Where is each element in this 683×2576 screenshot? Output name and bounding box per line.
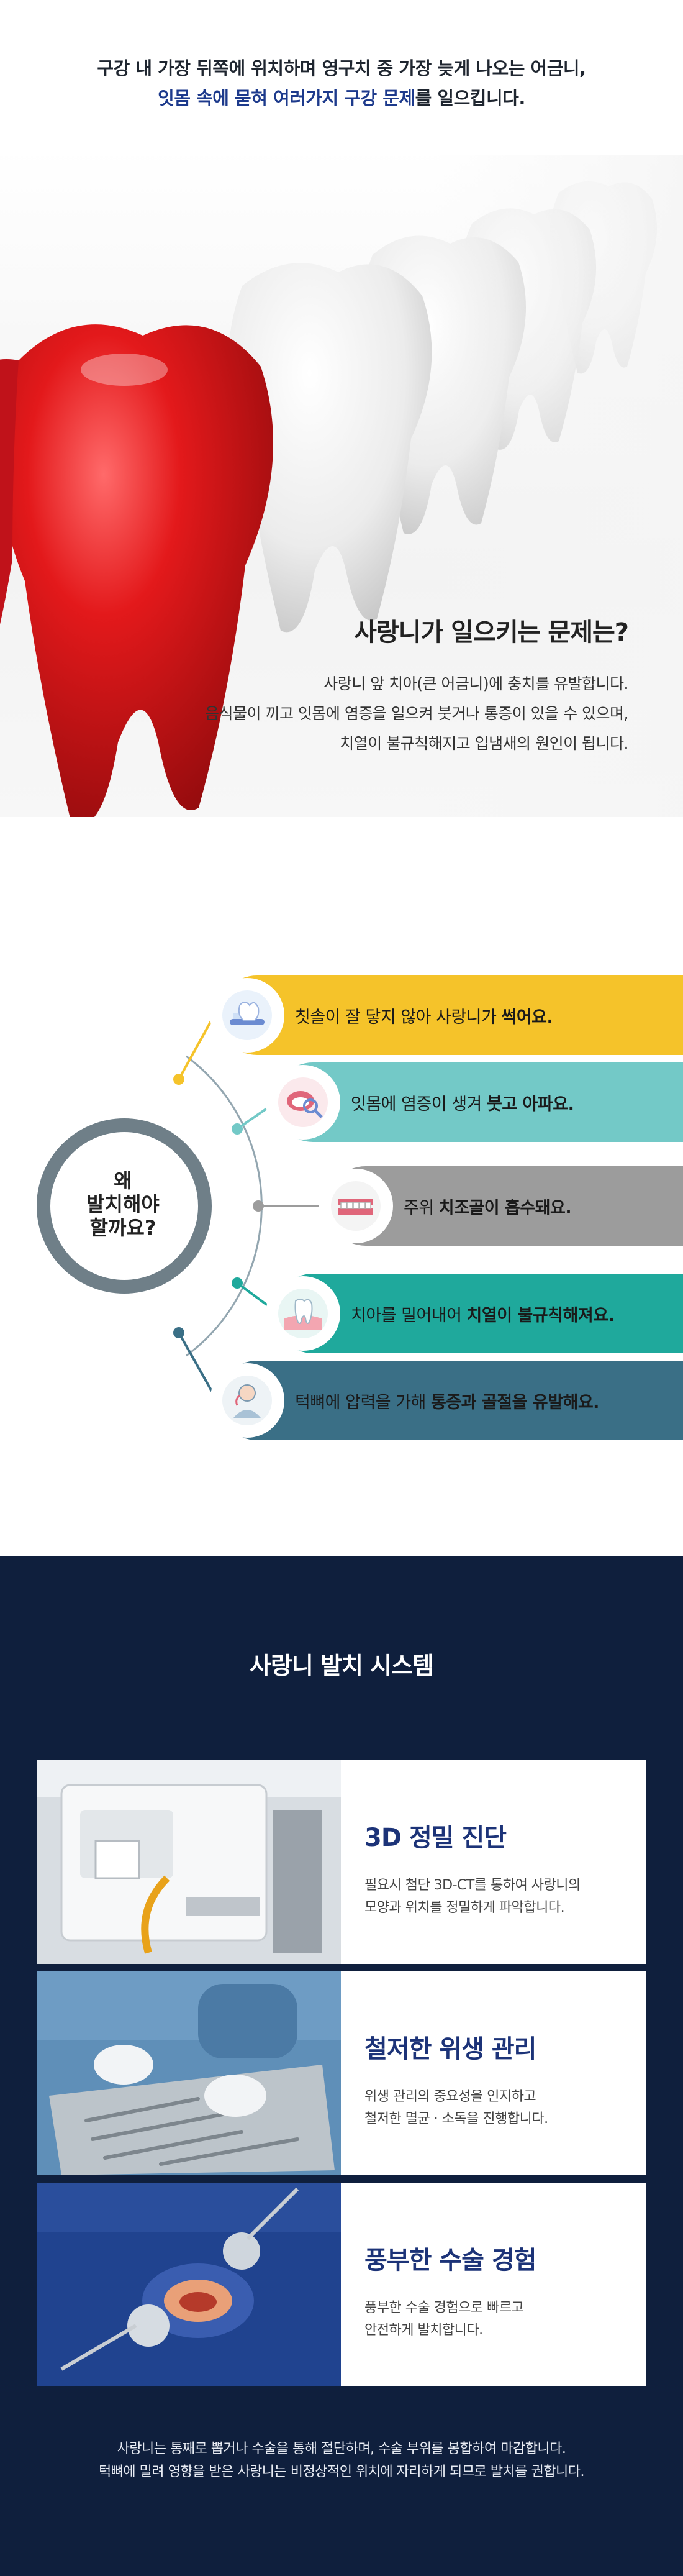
reason-bar-3: 주위 치조골이 흡수돼요.	[319, 1166, 683, 1246]
reason-text-5: 턱뼈에 압력을 가해 통증과 골절을 유발해요.	[295, 1392, 599, 1412]
footer-line-2: 턱뼈에 밀려 영향을 받은 사랑니는 비정상적인 위치에 자리하게 되므로 발치…	[98, 2464, 585, 2480]
gum-tooth-icon	[266, 1276, 340, 1351]
card-1-info: 3D 정밀 진단 필요시 첨단 3D-CT를 통하여 사랑니의 모양과 위치를 …	[341, 1760, 646, 1964]
card-2-info: 철저한 위생 관리 위생 관리의 중요성을 인지하고 철저한 멸균 · 소독을 …	[341, 1971, 646, 2175]
reason-text-3: 주위 치조골이 흡수돼요.	[404, 1198, 572, 1218]
system-card-2: 철저한 위생 관리 위생 관리의 중요성을 인지하고 철저한 멸균 · 소독을 …	[37, 1971, 646, 2175]
teeth-denture-icon	[319, 1169, 393, 1243]
problem-block: 사랑니가 일으키는 문제는? 사랑니 앞 치아(큰 어금니)에 충치를 유발합니…	[205, 612, 629, 759]
card-2-desc-1: 위생 관리의 중요성을 인지하고	[364, 2089, 536, 2104]
intro-text: 구강 내 가장 뒤쪽에 위치하며 영구치 중 가장 늦게 나오는 어금니, 잇몸…	[0, 53, 683, 113]
sterile-instruments-photo	[37, 1971, 341, 2175]
card-3-desc-1: 풍부한 수술 경험으로 빠르고	[364, 2300, 524, 2316]
intro-highlight: 잇몸 속에 묻혀 여러가지 구강 문제	[158, 88, 415, 109]
ct-scanner-photo	[37, 1760, 341, 1964]
mouth-inspection-icon	[266, 1065, 340, 1140]
system-card-1: 3D 정밀 진단 필요시 첨단 3D-CT를 통하여 사랑니의 모양과 위치를 …	[37, 1760, 646, 1964]
teeth-illustration	[0, 155, 683, 817]
why-extract-section: 왜 발치해야 할까요? 칫솔이 잘 닿지 않아 사랑니가 썩어요. 잇몸에 염증…	[0, 817, 683, 1556]
card-3-info: 풍부한 수술 경험 풍부한 수술 경험으로 빠르고 안전하게 발치합니다.	[341, 2183, 646, 2386]
why-line-1: 왜	[114, 1169, 132, 1192]
reason-text-2: 잇몸에 염증이 생겨 붓고 아파요.	[351, 1094, 574, 1114]
why-line-2: 발치해야	[86, 1192, 160, 1216]
reason-text-1: 칫솔이 잘 닿지 않아 사랑니가 썩어요.	[295, 1007, 553, 1027]
card-1-desc-2: 모양과 위치를 정밀하게 파악합니다.	[364, 1900, 565, 1916]
footer-line-1: 사랑니는 통째로 뽑거나 수술을 통해 절단하며, 수술 부위를 봉합하여 마감…	[117, 2441, 566, 2457]
card-3-title: 풍부한 수술 경험	[364, 2246, 536, 2275]
toothbrush-icon	[210, 978, 284, 1053]
intro-line-1: 구강 내 가장 뒤쪽에 위치하며 영구치 중 가장 늦게 나오는 어금니,	[97, 58, 586, 79]
why-line-3: 할까요?	[89, 1216, 156, 1240]
intro-section: 구강 내 가장 뒤쪽에 위치하며 영구치 중 가장 늦게 나오는 어금니, 잇몸…	[0, 0, 683, 817]
card-2-title: 철저한 위생 관리	[364, 2035, 536, 2063]
reason-bar-4: 치아를 밀어내어 치열이 불규칙해져요.	[266, 1274, 683, 1353]
card-1-title: 3D 정밀 진단	[364, 1824, 507, 1852]
red-tooth	[0, 324, 273, 817]
reason-bar-2: 잇몸에 염증이 생겨 붓고 아파요.	[266, 1062, 683, 1142]
why-center-label: 왜 발치해야 할까요?	[67, 1169, 179, 1240]
system-card-3: 풍부한 수술 경험 풍부한 수술 경험으로 빠르고 안전하게 발치합니다.	[37, 2183, 646, 2386]
problem-line-3: 치열이 불규칙해지고 입냄새의 원인이 됩니다.	[340, 734, 628, 752]
system-footer-note: 사랑니는 통째로 뽑거나 수술을 통해 절단하며, 수술 부위를 봉합하여 마감…	[0, 2437, 683, 2483]
card-2-desc-2: 철저한 멸균 · 소독을 진행합니다.	[364, 2111, 548, 2127]
problem-line-1: 사랑니 앞 치아(큰 어금니)에 충치를 유발합니다.	[323, 675, 628, 693]
problem-title: 사랑니가 일으키는 문제는?	[354, 618, 629, 647]
system-title: 사랑니 발치 시스템	[249, 1652, 434, 1679]
intro-line-2: 잇몸 속에 묻혀 여러가지 구강 문제를 일으킵니다.	[0, 83, 683, 113]
problem-line-2: 음식물이 끼고 잇몸에 염증을 일으켜 붓거나 통증이 있을 수 있으며,	[205, 705, 628, 723]
reason-bar-1: 칫솔이 잘 닿지 않아 사랑니가 썩어요.	[210, 975, 683, 1055]
center-ring	[37, 1118, 212, 1294]
extraction-system-section: 사랑니 발치 시스템 3D 정밀 진단 필요시 첨단 3D-CT를 통하여 사랑…	[0, 1556, 683, 2576]
jaw-pain-icon	[210, 1363, 284, 1438]
intro-line-2-rest: 를 일으킵니다.	[415, 88, 526, 109]
reason-bar-5: 턱뼈에 압력을 가해 통증과 골절을 유발해요.	[210, 1361, 683, 1440]
reason-text-4: 치아를 밀어내어 치열이 불규칙해져요.	[351, 1305, 615, 1325]
surgery-photo	[37, 2183, 341, 2386]
card-1-desc-1: 필요시 첨단 3D-CT를 통하여 사랑니의	[364, 1878, 581, 1893]
card-3-desc-2: 안전하게 발치합니다.	[364, 2323, 483, 2338]
